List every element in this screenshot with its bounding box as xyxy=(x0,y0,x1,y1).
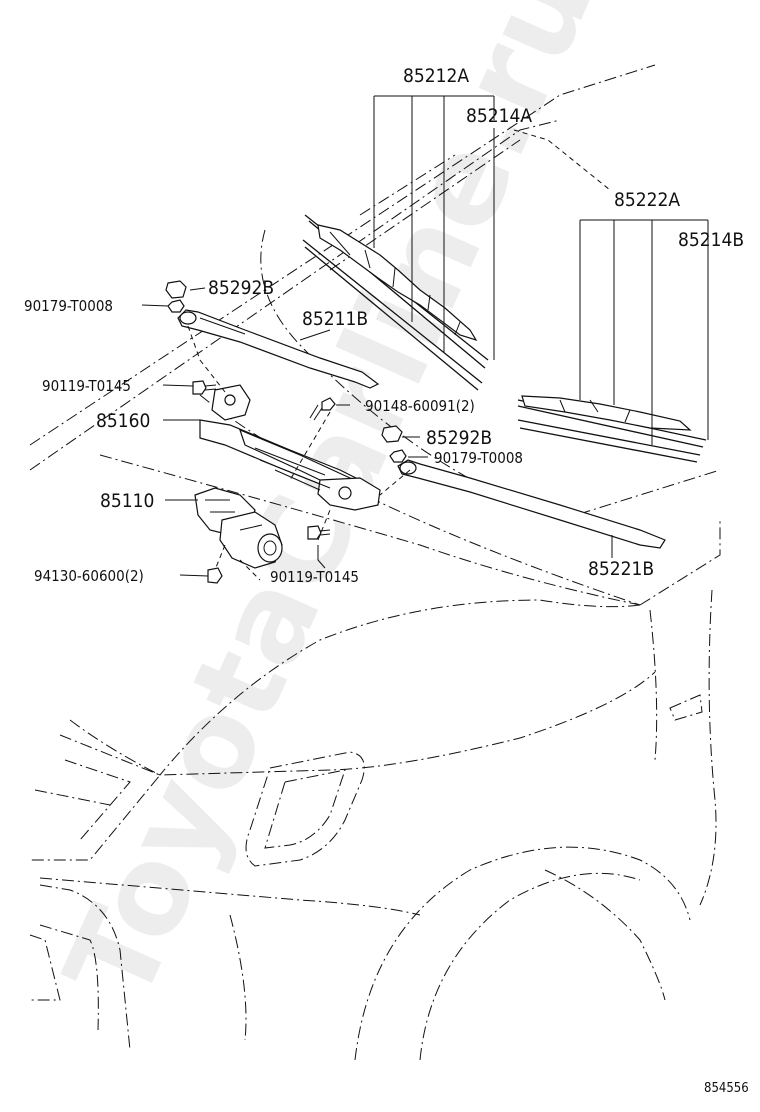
right-wiper-arm xyxy=(397,459,666,549)
label-85214B: 85214B xyxy=(678,229,744,251)
left-wiper-blade xyxy=(302,214,489,391)
label-90179-right: 90179-T0008 xyxy=(434,449,523,467)
wiper-linkage xyxy=(199,384,381,511)
callout-labels: 85212A 85214A 85222A 85214B 85292B 90179… xyxy=(24,65,749,1096)
hardware xyxy=(165,280,407,584)
label-85211B: 85211B xyxy=(302,308,368,330)
label-85221B: 85221B xyxy=(588,558,654,580)
label-85110: 85110 xyxy=(100,490,154,512)
label-85292B-left: 85292B xyxy=(208,277,274,299)
label-85160: 85160 xyxy=(96,410,150,432)
label-85222A: 85222A xyxy=(614,189,680,211)
label-90119-bottom: 90119-T0145 xyxy=(270,568,359,586)
label-90148: 90148-60091(2) xyxy=(365,397,475,415)
label-85292B-right: 85292B xyxy=(426,427,492,449)
label-85214A: 85214A xyxy=(466,105,532,127)
label-90179-left: 90179-T0008 xyxy=(24,297,113,315)
label-94130: 94130-60600(2) xyxy=(34,567,144,585)
right-wiper-blade xyxy=(517,395,707,463)
wiper-motor xyxy=(194,487,283,569)
label-85212A: 85212A xyxy=(403,65,469,87)
leader-lines xyxy=(141,95,709,581)
left-wiper-arm xyxy=(177,309,380,389)
diagram-id: 854556 xyxy=(704,1081,749,1096)
label-90119-top: 90119-T0145 xyxy=(42,377,131,395)
